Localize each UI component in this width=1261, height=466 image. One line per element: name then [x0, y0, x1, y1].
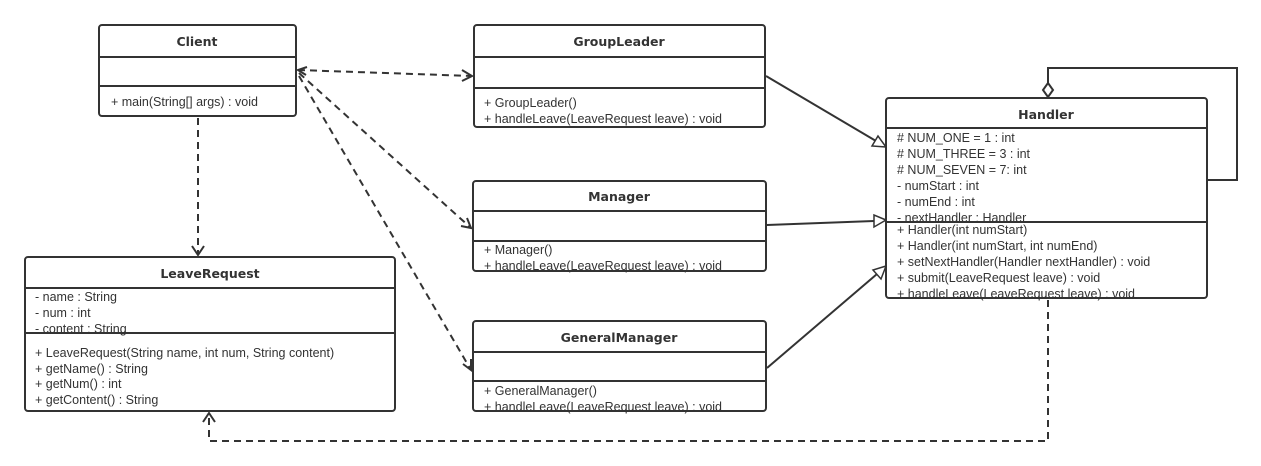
attribute: - num : int [35, 306, 91, 320]
class-leaverequest[interactable]: LeaveRequest - name : String - num : int… [24, 256, 396, 412]
generalization-generalmanager-handler [766, 273, 878, 369]
attribute: - numStart : int [897, 179, 979, 193]
arrow-head [462, 359, 472, 372]
class-name: Handler [1018, 107, 1075, 122]
relations [191, 66, 1238, 442]
class-name: GeneralManager [561, 330, 679, 345]
class-generalmanager[interactable]: GeneralManager + GeneralManager() + hand… [472, 320, 767, 414]
method: + handleLeave(LeaveRequest leave) : void [484, 259, 722, 273]
method: + main(String[] args) : void [111, 95, 258, 109]
attribute: # NUM_THREE = 3 : int [897, 147, 1031, 161]
method: + GeneralManager() [484, 384, 597, 398]
class-client[interactable]: Client + main(String[] args) : void [98, 24, 297, 117]
method: + Handler(int numStart) [897, 223, 1027, 237]
method: + Manager() [484, 243, 552, 257]
arrow-head [460, 217, 473, 230]
method: + getNum() : int [35, 377, 122, 391]
method: + Handler(int numStart, int numEnd) [897, 239, 1097, 253]
method: + LeaveRequest(String name, int num, Str… [35, 346, 334, 360]
aggregation-diamond [1041, 81, 1055, 99]
arrow-head [191, 245, 205, 257]
class-groupleader[interactable]: GroupLeader + GroupLeader() + handleLeav… [473, 24, 766, 128]
dependency-client-groupleader [297, 69, 473, 77]
class-name: Client [176, 34, 217, 49]
generalization-triangle [873, 213, 888, 229]
class-name: LeaveRequest [160, 266, 259, 281]
generalization-groupleader-handler [765, 75, 877, 142]
aggregation-handler-self [1047, 67, 1238, 181]
class-manager[interactable]: Manager + Manager() + handleLeave(LeaveR… [472, 180, 767, 273]
class-name: Manager [588, 189, 651, 204]
method: + handleLeave(LeaveRequest leave) : void [484, 400, 722, 414]
method: + setNextHandler(Handler nextHandler) : … [897, 255, 1150, 269]
attribute: - name : String [35, 290, 117, 304]
generalization-triangle [870, 134, 888, 148]
method: + getContent() : String [35, 393, 158, 407]
attribute: # NUM_SEVEN = 7: int [897, 163, 1027, 177]
method: + GroupLeader() [484, 96, 577, 110]
class-name: GroupLeader [573, 34, 665, 49]
method: + handleLeave(LeaveRequest leave) : void [484, 112, 722, 126]
arrow-head [461, 69, 475, 82]
method: + getName() : String [35, 362, 148, 376]
arrow-head [202, 411, 216, 423]
attribute: # NUM_ONE = 1 : int [897, 131, 1015, 145]
class-handler[interactable]: Handler # NUM_ONE = 1 : int # NUM_THREE … [885, 97, 1208, 301]
generalization-triangle [871, 264, 888, 281]
arrow-head [295, 66, 308, 76]
method: + submit(LeaveRequest leave) : void [897, 271, 1100, 285]
dependency-client-manager [298, 72, 472, 229]
method: + handleLeave(LeaveRequest leave) : void [897, 287, 1135, 301]
dependency-client-generalmanager [298, 75, 472, 371]
generalization-manager-handler [766, 220, 875, 226]
attribute: - numEnd : int [897, 195, 975, 209]
